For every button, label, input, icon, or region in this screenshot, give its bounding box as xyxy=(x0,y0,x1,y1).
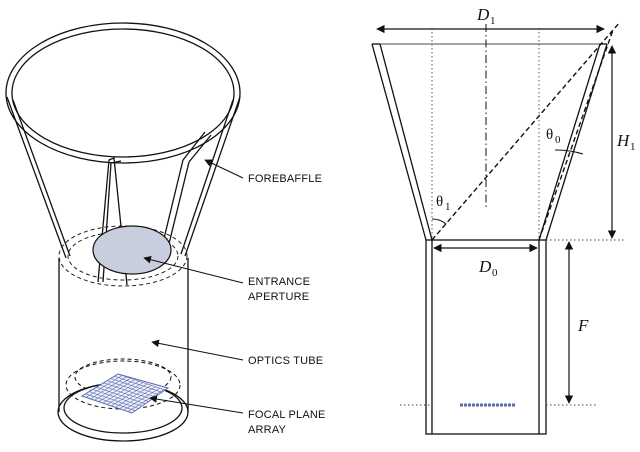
fpa-grid-line xyxy=(98,379,135,402)
theta0-subscript: 0 xyxy=(555,134,561,146)
forebaffle-seam xyxy=(97,157,128,286)
theta0-arc xyxy=(554,149,584,155)
aperture-disc xyxy=(92,225,172,275)
dimension-arrows xyxy=(376,24,617,404)
d1-subscript: 1 xyxy=(490,15,496,27)
theta1-arc xyxy=(431,218,447,225)
forebaffle-rim-inner xyxy=(11,28,235,158)
forebaffle-cone xyxy=(5,22,241,286)
focal-plane-array xyxy=(80,373,170,414)
theta1-label: θ xyxy=(436,194,443,210)
d1-label: D xyxy=(476,5,490,24)
fpa-grid-line xyxy=(127,389,164,412)
cross-section-view: D 1 D 0 H 1 F θ 0 θ 1 xyxy=(371,5,636,435)
focal-label-line1: FOCAL PLANE xyxy=(248,409,326,421)
fpa-grid-line xyxy=(86,375,123,398)
isometric-view: FOREBAFFLE ENTRANCE APERTURE OPTICS TUBE… xyxy=(5,22,326,442)
fpa-grid-line xyxy=(119,386,156,410)
theta0-label: θ xyxy=(546,127,553,143)
d0-subscript: 0 xyxy=(492,267,498,279)
forebaffle-rim-outer xyxy=(5,22,241,164)
theta1-subscript: 1 xyxy=(445,201,451,213)
guide-lines xyxy=(400,28,625,406)
callout-arrows xyxy=(143,159,244,414)
fpa-grid-line xyxy=(123,387,160,411)
optics-tube xyxy=(57,258,189,442)
h1-subscript: 1 xyxy=(630,141,636,153)
fpa-grid-line xyxy=(111,383,148,407)
fpa-grid-line xyxy=(102,380,139,404)
focal-plane-array-arrow xyxy=(149,395,244,414)
forebaffle-label: FOREBAFFLE xyxy=(248,173,322,185)
optics-tube-arrow xyxy=(151,339,244,361)
fpa-grid-line xyxy=(94,377,131,401)
entrance-aperture xyxy=(58,225,188,287)
entrance-label-line2: APERTURE xyxy=(248,291,309,303)
entrance-label-line1: ENTRANCE xyxy=(248,276,310,288)
fpa-grid-line xyxy=(115,385,152,408)
forebaffle-arrow xyxy=(204,159,244,179)
entrance-aperture-arrow xyxy=(143,255,244,284)
h1-label: H xyxy=(616,131,631,150)
fpa-grid-line xyxy=(90,376,127,400)
stray-light-rays xyxy=(431,21,621,241)
focal-label-line2: ARRAY xyxy=(248,424,287,436)
section-forebaffle xyxy=(371,43,608,241)
angle-arcs xyxy=(431,149,584,225)
f-label: F xyxy=(577,316,589,335)
d0-label: D xyxy=(478,257,492,276)
optics-tube-label: OPTICS TUBE xyxy=(248,355,323,367)
fpa-grid-line xyxy=(106,382,144,405)
section-tube xyxy=(425,239,547,435)
